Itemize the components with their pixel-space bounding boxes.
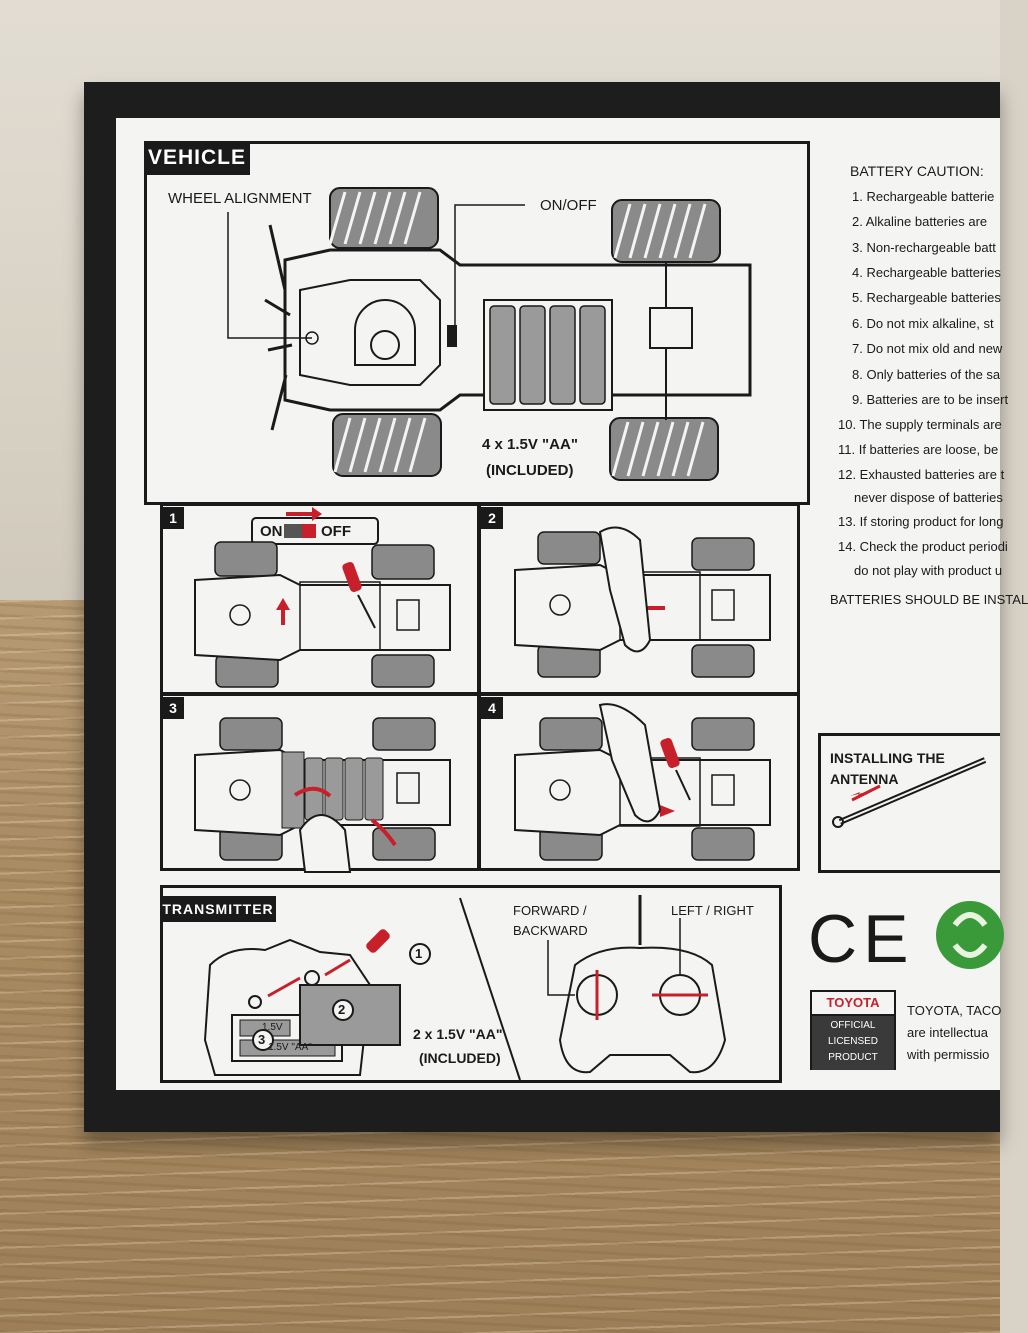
left-right-label: LEFT / RIGHT [671, 903, 754, 918]
badge-line2: LICENSED [827, 1036, 878, 1047]
step-diagrams [194, 507, 771, 873]
forward-label-line2: BACKWARD [513, 923, 588, 938]
callout-1: 1 [415, 946, 423, 961]
recycle-icon [936, 901, 1004, 969]
caution-line: 4. Rechargeable batteries [852, 265, 1001, 280]
caution-line: 1. Rechargeable batterie [852, 189, 995, 204]
on-off-label: ON/OFF [540, 197, 597, 214]
vehicle-battery-spec: 4 x 1.5V "AA" [482, 436, 578, 453]
caution-line: 14. Check the product periodi [838, 539, 1008, 554]
wheel-alignment-label: WHEEL ALIGNMENT [168, 190, 312, 207]
step-3-number: 3 [162, 697, 184, 719]
caution-line: do not play with product u [854, 563, 1003, 578]
caution-line: 8. Only batteries of the sa [852, 367, 1001, 382]
ce-mark: CE [808, 901, 915, 977]
cell-label-aa: 1.5V "AA" [268, 1042, 312, 1053]
badge-line1: OFFICIAL [830, 1020, 876, 1031]
license-text-line3: with permissio [907, 1047, 990, 1062]
forward-label-line1: FORWARD / [513, 903, 587, 918]
vehicle-tag: VEHICLE [144, 141, 250, 175]
caution-line: 5. Rechargeable batteries [852, 290, 1001, 305]
toyota-license-badge: TOYOTA OFFICIAL LICENSED PRODUCT [810, 990, 896, 1070]
caution-line: 11. If batteries are loose, be [838, 442, 999, 457]
antenna-diagram [832, 757, 987, 828]
caution-line: 9. Batteries are to be insert [852, 392, 1009, 407]
caution-line: 6. Do not mix alkaline, st [852, 316, 994, 331]
transmitter-battery-spec: 2 x 1.5V "AA" [413, 1026, 503, 1042]
callout-3: 3 [258, 1032, 266, 1047]
callout-2: 2 [338, 1002, 346, 1017]
caution-line: 13. If storing product for long [838, 514, 1004, 529]
caution-line: never dispose of batteries [854, 490, 1003, 505]
caution-line: 2. Alkaline batteries are [852, 214, 988, 229]
badge-body: OFFICIAL LICENSED PRODUCT [812, 1016, 894, 1070]
vehicle-chassis-diagram [227, 187, 752, 481]
caution-line: 12. Exhausted batteries are t [838, 467, 1005, 482]
screwdriver-icon [342, 561, 691, 801]
transmitter-tag: TRANSMITTER [160, 896, 276, 922]
transmitter-diagram [203, 895, 727, 1081]
step-1-on-label: ON [260, 523, 283, 540]
license-text-line1: TOYOTA, TACO [907, 1003, 1002, 1018]
antenna-title-line1: INSTALLING THE [830, 750, 945, 766]
badge-line3: PRODUCT [828, 1052, 878, 1063]
license-text-line2: are intellectua [907, 1025, 988, 1040]
step-2-number: 2 [481, 507, 503, 529]
antenna-section [818, 733, 1000, 873]
vehicle-battery-included: (INCLUDED) [486, 462, 574, 479]
caution-line: 10. The supply terminals are [838, 417, 1002, 432]
antenna-title-line2: ANTENNA [830, 771, 899, 787]
toyota-brand: TOYOTA [812, 992, 894, 1016]
battery-caution-title: BATTERY CAUTION: [850, 163, 984, 179]
caution-footer: BATTERIES SHOULD BE INSTAL [830, 592, 1028, 607]
cell-label: 1.5V [262, 1022, 283, 1033]
step-1-number: 1 [162, 507, 184, 529]
caution-line: 7. Do not mix old and new [852, 341, 1003, 356]
transmitter-battery-included: (INCLUDED) [419, 1050, 501, 1066]
step-1-off-label: OFF [321, 523, 351, 540]
step-4-number: 4 [481, 697, 503, 719]
caution-line: 3. Non-rechargeable batt [852, 240, 996, 255]
